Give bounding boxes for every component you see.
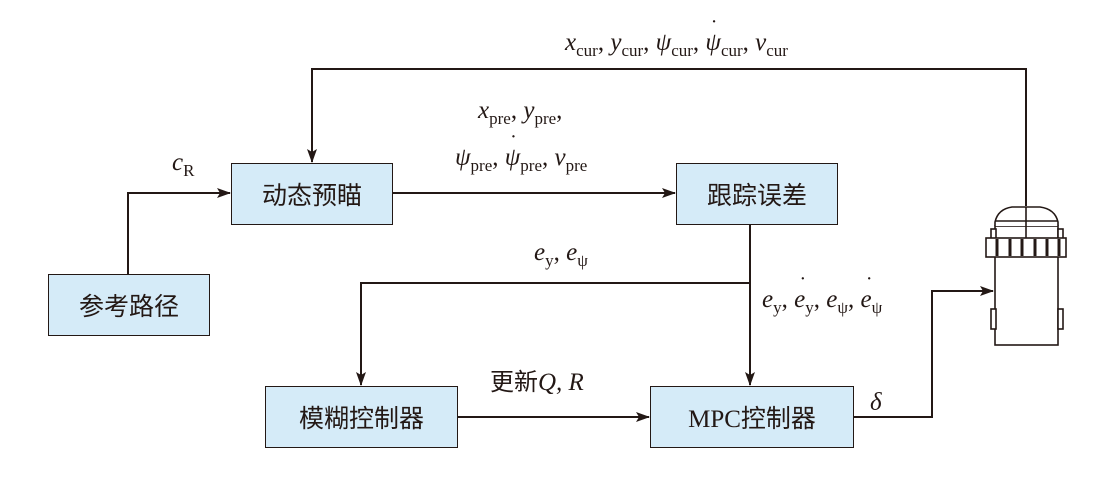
- math-subscript: cur: [766, 41, 788, 60]
- math-symbol: e: [826, 286, 838, 313]
- arrow-path-to-preview: [127, 188, 231, 274]
- math-subscript: cur: [576, 41, 598, 60]
- block-reference-path-label: 参考路径: [78, 292, 179, 321]
- label-update-weights-prefix: 更新: [490, 368, 538, 396]
- block-fuzzy-controller: 模糊控制器: [265, 386, 458, 448]
- math-subscript: ψ: [871, 298, 883, 317]
- label-curvature: cR: [172, 150, 194, 179]
- separator: ,: [510, 97, 524, 124]
- label-steering-symbol: δ: [870, 389, 882, 416]
- block-mpc-controller: MPC控制器: [650, 386, 854, 448]
- separator: ,: [742, 29, 756, 56]
- separator: ,: [556, 97, 563, 124]
- separator: ,: [847, 286, 861, 313]
- math-subscript: pre: [470, 156, 493, 175]
- math-subscript: y: [545, 251, 554, 270]
- block-dynamic-preview: 动态预瞄: [231, 163, 393, 225]
- math-subscript: ψ: [577, 251, 588, 270]
- math-symbol: y: [523, 97, 535, 124]
- label-curvature-sub: R: [183, 161, 195, 180]
- block-tracking-error: 跟踪误差: [676, 163, 838, 225]
- label-update-weights-vars: Q, R: [538, 369, 584, 396]
- block-reference-path: 参考路径: [48, 274, 210, 336]
- math-subscript: pre: [520, 156, 542, 175]
- label-preview-state-line1: xpre, ypre,: [478, 98, 562, 127]
- vehicle-icon: [985, 206, 1067, 346]
- label-errors-to-mpc: ey, ey, eψ, eψ: [762, 274, 883, 317]
- math-symbol: x: [565, 29, 577, 56]
- block-dynamic-preview-label: 动态预瞄: [261, 181, 362, 210]
- arrow-feedback-current-state: [307, 68, 1027, 206]
- separator: ,: [781, 286, 795, 313]
- math-symbol: y: [610, 29, 622, 56]
- math-subscript: y: [773, 298, 782, 317]
- label-preview-state-line2: ψpre, ψpre, vpre: [455, 132, 588, 175]
- math-subscript: pre: [565, 156, 588, 175]
- math-symbol: v: [554, 144, 566, 171]
- arrow-error-to-fuzzy: [356, 282, 750, 386]
- math-symbol: e: [534, 239, 546, 266]
- separator: ,: [492, 144, 505, 171]
- math-subscript: cur: [621, 41, 644, 60]
- label-errors-to-fuzzy: ey, eψ: [534, 240, 588, 269]
- label-curvature-symbol: c: [172, 149, 184, 176]
- math-subscript: ψ: [837, 298, 848, 317]
- separator: ,: [692, 29, 706, 56]
- block-fuzzy-controller-label: 模糊控制器: [298, 404, 424, 433]
- math-subscript: y: [805, 298, 814, 317]
- arrow-mpc-to-vehicle: [853, 286, 994, 418]
- separator: ,: [597, 29, 611, 56]
- separator: ,: [643, 29, 656, 56]
- separator: ,: [542, 144, 555, 171]
- label-steering: δ: [870, 390, 882, 415]
- math-symbol: e: [794, 274, 806, 312]
- separator: ,: [553, 239, 567, 266]
- math-symbol: ψ: [655, 29, 672, 56]
- block-mpc-controller-label: MPC控制器: [688, 406, 816, 433]
- math-subscript: cur: [720, 41, 743, 60]
- math-symbol: ψ: [505, 132, 521, 170]
- math-subscript: pre: [534, 109, 557, 128]
- math-symbol: ψ: [705, 17, 721, 55]
- math-symbol: x: [478, 97, 490, 124]
- math-subscript: cur: [671, 41, 693, 60]
- block-tracking-error-label: 跟踪误差: [706, 181, 807, 210]
- math-subscript: pre: [489, 109, 511, 128]
- label-update-weights: 更新Q, R: [490, 370, 584, 395]
- math-symbol: e: [566, 239, 578, 266]
- separator: ,: [813, 286, 827, 313]
- math-symbol: e: [762, 286, 774, 313]
- label-current-state: xcur, ycur, ψcur, ψcur, vcur: [565, 17, 788, 60]
- math-symbol: e: [860, 274, 872, 312]
- math-symbol: v: [755, 29, 767, 56]
- math-symbol: ψ: [455, 144, 471, 171]
